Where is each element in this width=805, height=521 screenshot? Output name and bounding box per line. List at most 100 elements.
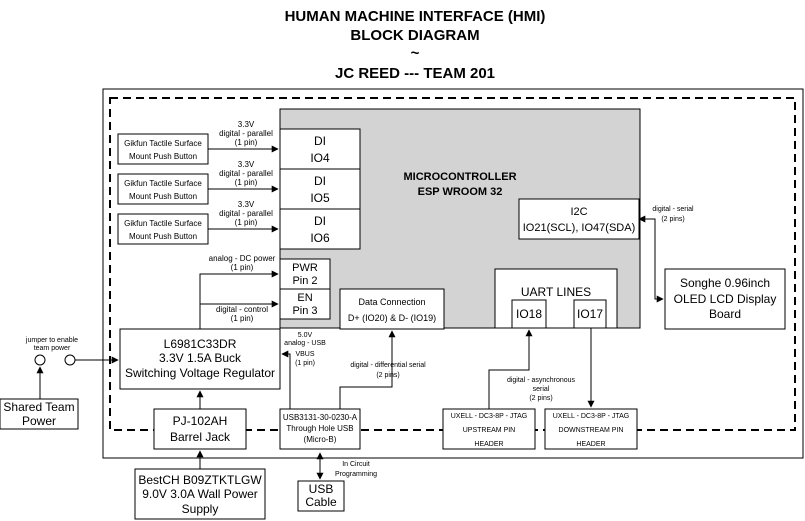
upstream-line-3: HEADER [474,441,503,448]
usb-diff-serial-link [339,330,396,409]
usb-power-link-line-4: (1 pin) [295,360,315,367]
i2c-to-oled-link [638,215,664,303]
di-pin-io5-line-1: DI [314,174,326,188]
pwr-link-line-2: (1 pin) [231,263,254,272]
title-line-1: HUMAN MACHINE INTERFACE (HMI) [285,8,546,25]
usb-connector-line-1: USB3131-30-0230-A [283,413,358,422]
di-pin-io6 [279,208,361,250]
downstream-line-2: DOWNSTREAM PIN [559,427,624,434]
i2c-link-line-1: digital - serial [652,206,694,213]
usb-vbus-to-regulator-link [281,350,291,409]
barrel-jack [153,408,247,450]
voltage-regulator [119,328,281,390]
regulator-line-1: L6981C33DR [164,337,237,351]
i2c-block [518,198,640,240]
button-2-link-line-3: (1 pin) [235,178,258,187]
usb-power-link-line-1: 5.0V [298,332,313,339]
downstream-jtag-header [544,408,638,450]
oled-line-2: OLED LCD Display [674,292,777,306]
diagram-title: HUMAN MACHINE INTERFACE (HMI) BLOCK DIAG… [285,8,546,82]
barrel-jack-line-2: Barrel Jack [170,430,231,444]
regulator-pwr-link [199,270,279,329]
pwr-pin-line-2: Pin 2 [292,275,317,287]
usb-cable [297,480,345,512]
push-button-2-line-2: Mount Push Button [129,192,197,201]
diff-link-line-1: digital - differential serial [350,362,426,369]
shared-power-line-1: Shared Team [3,400,74,414]
diff-link-line-2: (2 pins) [376,372,399,379]
en-pin-line-2: Pin 3 [292,305,317,317]
wall-supply-line-1: BestCH B09ZTKTLGW [138,473,262,487]
icp-label-line-1: In Circuit [342,461,370,468]
push-button-2-line-1: Gikfun Tactile Surface [124,179,202,188]
usb-connector-line-3: (Micro-B) [304,435,337,444]
en-link-line-1: digital - control [216,305,268,314]
button-3-link-line-3: (1 pin) [235,218,258,227]
regulator-line-2: 3.3V 1.5A Buck [159,351,242,365]
di-pin-io6-line-2: IO6 [310,231,330,245]
usb-cable-line-2: Cable [305,495,337,509]
barrel-jack-line-1: PJ-102AH [173,414,228,428]
di-pin-io6-line-1: DI [314,214,326,228]
push-button-3-line-1: Gikfun Tactile Surface [124,219,202,228]
oled-line-3: Board [709,307,741,321]
button-3-link-line-2: digital - parallel [219,209,273,218]
uart-pin-io18-label: IO18 [516,307,542,321]
jumper-label-line-1: jumper to enable [25,337,78,344]
pwr-pin-line-1: PWR [292,262,318,274]
push-button-1-line-1: Gikfun Tactile Surface [124,139,202,148]
upstream-line-1: UXELL - DC3-8P - JTAG [451,413,528,420]
usb-connector-line-2: Through Hole USB [286,424,353,433]
board-outline [102,88,804,459]
button-2-link-line-1: 3.3V [238,160,255,169]
push-button-1 [117,133,209,165]
usb-power-link-line-3: VBUS [295,351,314,358]
uart-pin-io17-label: IO17 [577,307,603,321]
en-pin [279,288,331,320]
title-line-4: JC REED --- TEAM 201 [335,65,495,82]
wall-power-supply [134,468,266,520]
push-button-3-line-2: Mount Push Button [129,232,197,241]
push-button-2 [117,173,209,205]
regulator-line-3: Switching Voltage Regulator [125,366,275,380]
upstream-to-io18-link [488,329,533,409]
di-pin-io4-line-2: IO4 [310,151,330,165]
pwr-pin [279,258,331,290]
button-2-link-line-2: digital - parallel [219,169,273,178]
uart-pin-io17 [573,299,607,329]
uart-pin-io18 [511,299,547,329]
button-3-link-line-1: 3.3V [238,200,255,209]
button-1-link-line-3: (1 pin) [235,138,258,147]
oled-display [664,268,786,330]
i2c-line-2: IO21(SCL), IO47(SDA) [523,222,635,234]
data-connection-line-1: Data Connection [358,297,425,307]
en-pin-line-1: EN [297,292,312,304]
push-button-1-line-2: Mount Push Button [129,152,197,161]
jumper-label-line-2: team power [34,345,71,352]
uart-lines-label: UART LINES [521,285,591,299]
i2c-line-1: I2C [570,206,587,218]
async-link-line-1: digital - asynchronous [507,377,576,384]
shared-team-power [0,398,79,430]
wall-supply-line-2: 9.0V 3.0A Wall Power [142,487,258,501]
i2c-link-line-2: (2 pins) [661,216,684,223]
data-connection-block [339,288,445,330]
data-connection-line-2: D+ (IO20) & D- (IO19) [348,313,436,323]
button-1-link-line-1: 3.3V [238,120,255,129]
di-pin-io5-line-2: IO5 [310,191,330,205]
oled-line-1: Songhe 0.96inch [680,276,770,290]
mcu-label-line-1: MICROCONTROLLER [403,171,516,183]
di-pin-io4-line-1: DI [314,134,326,148]
en-link-line-2: (1 pin) [231,314,254,323]
jumper-terminal-right [64,354,76,366]
title-line-3: ~ [411,45,420,62]
wall-supply-line-3: Supply [182,502,219,516]
usb-cable-line-1: USB [309,482,334,496]
mcu-label-line-2: ESP WROOM 32 [418,186,503,198]
downstream-line-3: HEADER [576,441,605,448]
icp-label-line-2: Programming [335,471,377,478]
upstream-line-2: UPSTREAM PIN [463,427,516,434]
button-1-link-line-2: digital - parallel [219,129,273,138]
usb-connector [279,408,361,450]
